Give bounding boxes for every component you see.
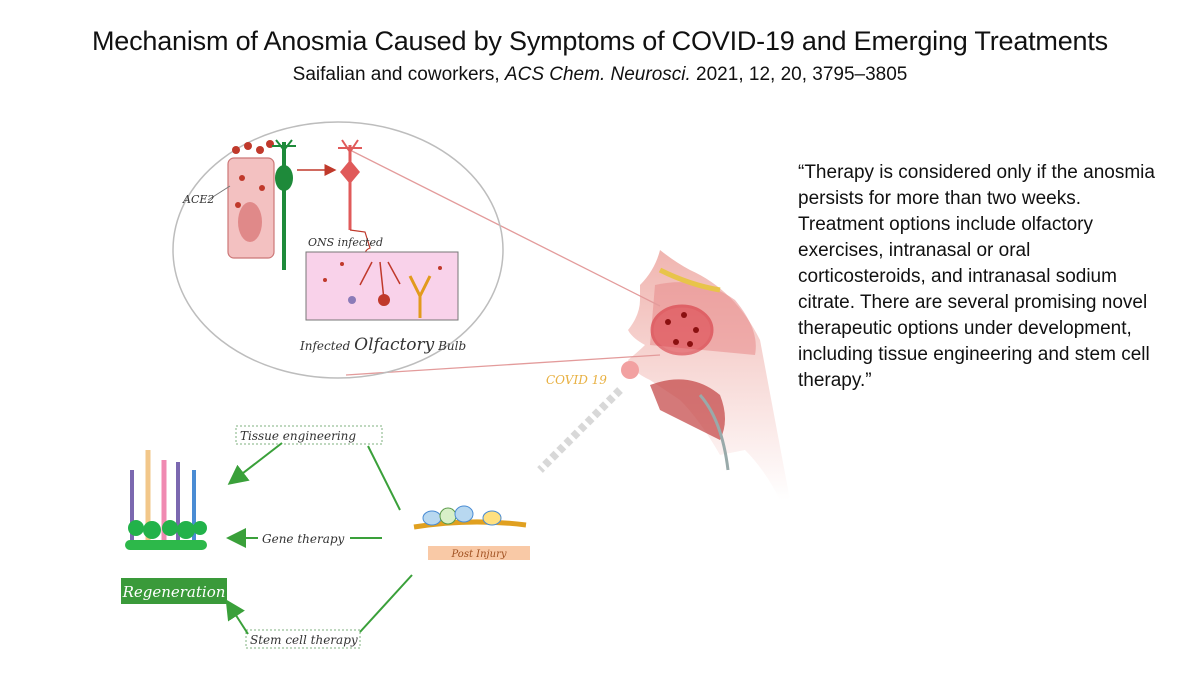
arrow-tissue-curve bbox=[367, 445, 401, 511]
tissue-engineering-box bbox=[235, 425, 383, 445]
arrow-stem-curve bbox=[359, 574, 413, 633]
arrow-stem bbox=[225, 599, 249, 635]
zoom-line-bottom bbox=[345, 354, 661, 376]
stem-cell-therapy-label: Stem cell therapy bbox=[250, 633, 358, 647]
olfactory-bulb-box bbox=[305, 251, 459, 321]
citation-journal: ACS Chem. Neurosci. bbox=[504, 64, 691, 85]
arrow-tissue bbox=[227, 442, 283, 485]
tissue-engineering-label: Tissue engineering bbox=[240, 429, 356, 443]
virus-icon bbox=[621, 361, 639, 379]
regeneration-box bbox=[121, 578, 227, 604]
infection-region bbox=[650, 304, 714, 356]
citation-details: 2021, 12, 20, 3795–3805 bbox=[696, 64, 908, 85]
magnified-view bbox=[172, 121, 504, 379]
zoom-line-top bbox=[345, 147, 661, 307]
ace2-receptor bbox=[207, 185, 231, 201]
ace2-label: ACE2 bbox=[182, 193, 214, 206]
head-anatomy bbox=[628, 250, 790, 500]
regeneration-label: Regeneration bbox=[122, 583, 226, 601]
covid-label: COVID 19 bbox=[546, 373, 607, 387]
post-injury-box bbox=[428, 546, 530, 560]
slide-title: Mechanism of Anosmia Caused by Symptoms … bbox=[92, 26, 1108, 56]
quote-text: “Therapy is considered only if the anosm… bbox=[798, 162, 1155, 391]
post-injury-label: Post Injury bbox=[450, 549, 506, 560]
ons-infected-label: ONS infected bbox=[308, 236, 383, 249]
citation: Saifalian and coworkers, ACS Chem. Neuro… bbox=[0, 64, 1200, 86]
olfactory-neuron bbox=[272, 139, 296, 270]
regenerated-neurons bbox=[125, 450, 207, 550]
stem-cell-box bbox=[245, 629, 361, 649]
citation-authors: Saifalian and coworkers, bbox=[292, 64, 500, 85]
dashed-arrow bbox=[537, 387, 623, 473]
gene-therapy-label: Gene therapy bbox=[262, 532, 345, 546]
infected-epithelial-cell bbox=[227, 140, 275, 259]
infected-bulb-label: Infected Olfactory Bulb bbox=[299, 335, 466, 355]
post-injury-tissue bbox=[413, 505, 527, 530]
